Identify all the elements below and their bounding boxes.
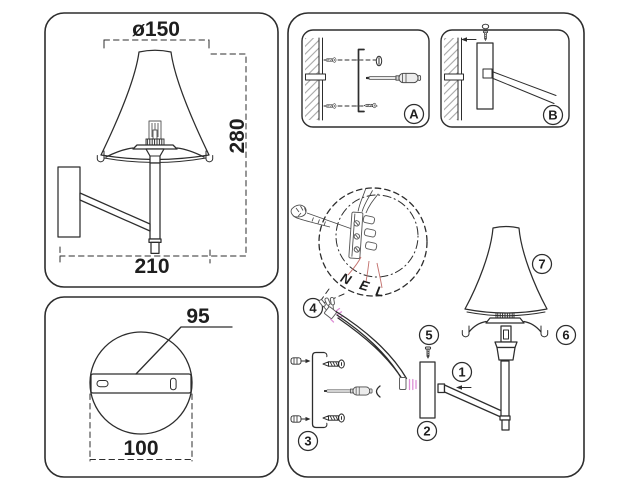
washer-icon: [481, 23, 490, 30]
stem: [149, 162, 161, 240]
part-2-badge: 2: [416, 420, 438, 442]
shade-outline: [100, 49, 210, 161]
stem-tip: [501, 419, 510, 431]
diameter-dimension-label: ø150: [132, 18, 180, 41]
arm-joint: [482, 68, 493, 79]
wiring-detail: N E L: [290, 187, 428, 305]
wall-cable-outlet: [305, 73, 326, 81]
part-4-label: 4: [309, 301, 317, 316]
stem-tip: [150, 241, 160, 255]
part-5-label: 5: [425, 328, 432, 343]
step-a-badge: A: [403, 103, 425, 125]
depth-dimension-label: 210: [134, 255, 169, 278]
wall-plate: [57, 166, 81, 238]
shade-outline: [464, 225, 548, 314]
supply-cable: [290, 204, 353, 230]
canopy-width-label: 100: [123, 437, 158, 460]
part-7-label: 7: [538, 257, 545, 272]
backplate: [419, 361, 436, 419]
mounting-bracket: [311, 351, 325, 429]
part-6-label: 6: [562, 328, 569, 343]
part-3-hardware: 3: [290, 351, 381, 452]
mounting-slot-right: [170, 377, 177, 391]
assembly-panel-frame: [287, 12, 585, 478]
wire-crimp-sleeves: [318, 296, 335, 307]
part-7-badge: 7: [531, 253, 553, 275]
wire-plug: [399, 377, 407, 390]
step-a-label: A: [409, 107, 419, 122]
height-dimension: 280: [59, 53, 249, 265]
step-a-frame: [301, 29, 430, 128]
mounting-bracket-profile: [357, 48, 365, 113]
top-view-panel: 95 100: [44, 296, 279, 478]
step-b-badge: B: [542, 104, 564, 126]
part-1-arm: 1: [437, 360, 511, 431]
height-dimension-label: 280: [226, 118, 249, 153]
wall-lamp-side-view: [57, 49, 214, 255]
terminal-block: [348, 188, 379, 260]
part-3-label: 3: [304, 434, 311, 449]
wiring-live-label: L: [374, 283, 385, 299]
part-3-badge: 3: [297, 430, 319, 452]
lead-wires: [335, 310, 408, 384]
socket-slot: [503, 329, 509, 340]
clip-icon: [375, 385, 381, 398]
part-7-shade: 7: [464, 225, 553, 317]
assembly-panel: A B: [287, 12, 585, 478]
mounting-slot-left: [96, 380, 109, 388]
canopy-width-dimension: 100: [89, 393, 193, 462]
socket-thread-ring: [145, 138, 165, 146]
mounting-bar: [90, 373, 192, 394]
candle-cup: [496, 346, 516, 361]
part-2-backplate: 2: [416, 361, 438, 442]
depth-dimension: 210: [134, 255, 169, 278]
arm-wall-end: [437, 383, 446, 394]
bulb-socket: [148, 120, 162, 140]
connector-block: [324, 306, 337, 320]
part-4-connector: 4: [302, 296, 417, 391]
step-a-panel: A: [301, 29, 430, 128]
shade-holder: [96, 144, 214, 163]
step-b-panel: B: [440, 23, 570, 128]
holder-plate: [485, 317, 525, 324]
part-4-badge: 4: [302, 297, 324, 319]
wall-cable-outlet: [444, 73, 464, 81]
part-5-badge: 5: [418, 324, 440, 346]
support-arm-lines: [491, 71, 557, 104]
part-1-label: 1: [458, 365, 465, 380]
diameter-dimension: ø150: [103, 18, 210, 49]
detail-bubble-circle: [318, 187, 428, 297]
step-b-frame: [440, 29, 570, 128]
part-2-label: 2: [423, 424, 430, 439]
part-5-screw: 5: [418, 324, 440, 359]
part-6-badge: 6: [555, 324, 577, 346]
side-view-panel: ø150 280 210: [44, 12, 279, 288]
holder-arms: [468, 320, 542, 333]
bracket-length-dimension: 95: [135, 305, 233, 375]
part-1-badge: 1: [451, 361, 473, 383]
bracket-length-label: 95: [186, 305, 210, 328]
part-6-socket-holder: 6: [461, 311, 577, 361]
candle-cup-lip: [494, 341, 518, 349]
stem: [500, 360, 510, 417]
step-b-label: B: [548, 108, 557, 123]
wire-leader-lines: [347, 256, 383, 289]
support-arm: [79, 192, 151, 232]
canopy-circle: [89, 331, 193, 435]
shade-rim: [466, 311, 546, 317]
canopy-edge-circle: [335, 194, 419, 278]
